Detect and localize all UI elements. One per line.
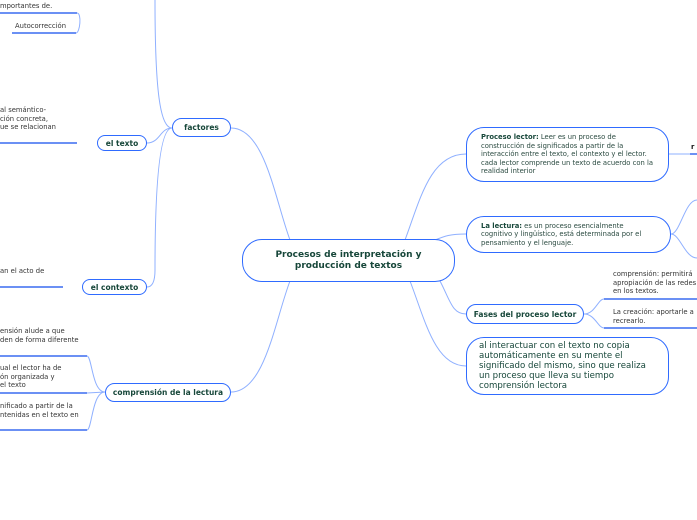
fragment-contexto: an el acto de	[0, 267, 45, 275]
fragment-r: r	[691, 143, 695, 151]
node-el-texto[interactable]: el texto	[97, 135, 147, 151]
node-factores[interactable]: factores	[172, 118, 231, 137]
node-fases-proceso-lector[interactable]: Fases del proceso lector	[466, 304, 584, 324]
node-proceso-lector[interactable]: Proceso lector: Leer es un proceso de co…	[466, 127, 669, 182]
fragment-texto: al semántico-ción concreta,ue se relacio…	[0, 106, 56, 132]
central-topic[interactable]: Procesos de interpretación y producción …	[242, 239, 455, 282]
node-comprension-lectura[interactable]: comprensión de la lectura	[105, 383, 231, 402]
node-la-lectura[interactable]: La lectura: es un proceso esencialmente …	[466, 216, 671, 253]
fragment-top: mportantes de.	[0, 2, 53, 10]
node-autocorreccion[interactable]: Autocorrección	[15, 22, 67, 30]
node-el-contexto[interactable]: el contexto	[82, 279, 147, 295]
node-interactuar[interactable]: al interactuar con el texto no copia aut…	[466, 337, 669, 395]
